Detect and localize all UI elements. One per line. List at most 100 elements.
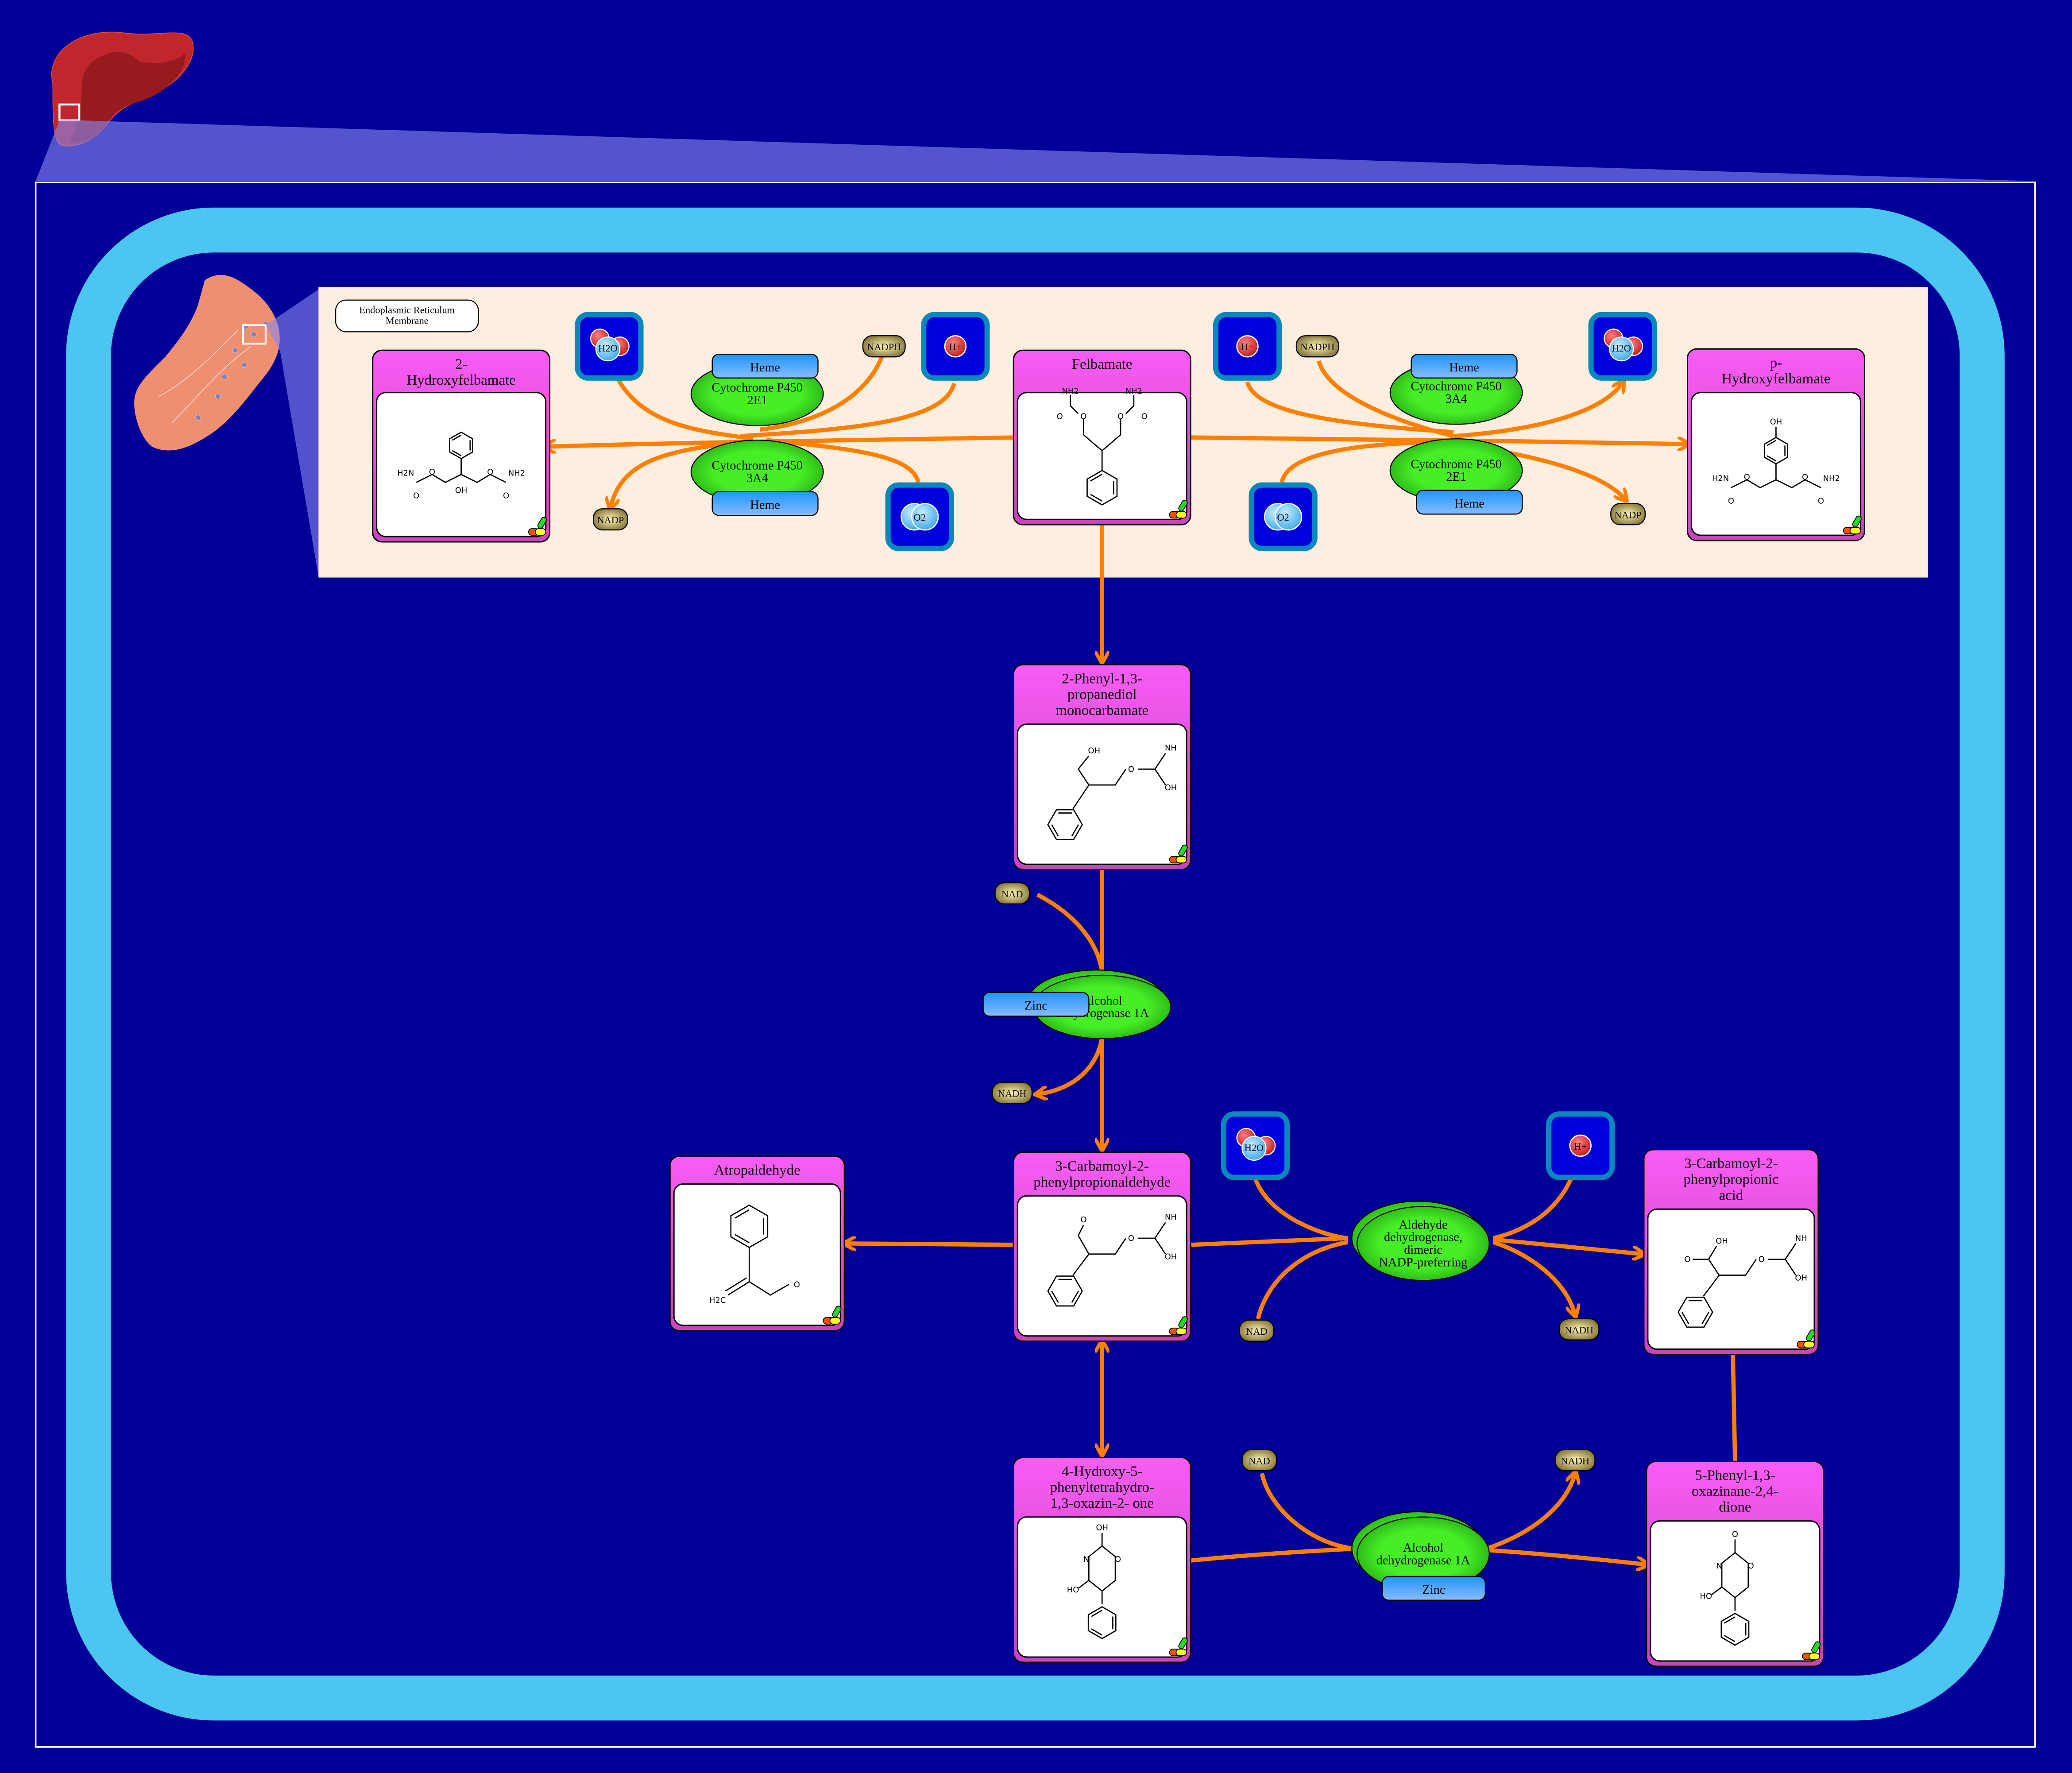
edge-o2-in-right (1280, 439, 1454, 483)
compound-card-aldehyde[interactable]: 3-Carbamoyl-2-phenylpropionaldehydeOONHO… (1013, 1151, 1191, 1342)
atom-label: OH (1088, 746, 1101, 756)
cofactor-heme[interactable]: Heme (711, 353, 819, 379)
nadh-aldh[interactable]: NADH (1558, 1318, 1600, 1340)
nad-adh-mid[interactable]: NAD (994, 882, 1030, 904)
svg-text:H2O: H2O (1612, 343, 1631, 354)
arrow-nadh-out-adh (1037, 1037, 1104, 1094)
drug-pill-icon[interactable] (1169, 1637, 1188, 1656)
cofactor-zinc[interactable]: Zinc (982, 992, 1090, 1017)
nadp-left[interactable]: NADP (592, 508, 628, 531)
nadph-right[interactable]: NADPH (1295, 335, 1339, 358)
atom-label: NH2 (508, 469, 525, 478)
svg-text:O2: O2 (1277, 512, 1289, 523)
svg-text:Membrane: Membrane (386, 315, 429, 326)
drug-pill-icon[interactable] (1169, 499, 1188, 519)
cofactor-heme[interactable]: Heme (711, 491, 819, 516)
atom-label: O (1748, 1561, 1754, 1571)
atom-label: H2C (709, 1296, 726, 1305)
enzyme-name: Cytochrome P450 (1411, 458, 1501, 471)
water-icon[interactable]: H2O (575, 312, 644, 381)
cofactor-zinc[interactable]: Zinc (1381, 1576, 1486, 1601)
atom-label: O (487, 467, 493, 477)
atom-label: OH (1165, 783, 1177, 792)
drug-pill-icon[interactable] (1797, 1329, 1816, 1348)
oxygen-icon[interactable]: O2 (1249, 482, 1318, 551)
atom-label: H2N (397, 469, 414, 478)
svg-text:H2O: H2O (1245, 1142, 1264, 1153)
water-icon[interactable]: H2O (1588, 312, 1657, 381)
nadph-left[interactable]: NADPH (862, 335, 906, 358)
svg-text:NAD: NAD (1246, 1326, 1267, 1337)
atom-label: O (1759, 1255, 1765, 1264)
structure-panel (673, 1183, 841, 1326)
svg-text:NADH: NADH (1565, 1325, 1593, 1336)
drug-pill-icon[interactable] (1843, 515, 1862, 534)
drug-pill-icon[interactable] (1169, 844, 1188, 864)
compound-name: 1,3-oxazin-2- one (1051, 1495, 1154, 1511)
drug-pill-icon[interactable] (1169, 1316, 1188, 1335)
proton-icon[interactable]: H+ (1213, 312, 1282, 381)
edge-aldehyde-to-aldh (1191, 1236, 1348, 1247)
drug-pill-icon[interactable] (823, 1305, 842, 1325)
water-icon[interactable]: H2O (1221, 1111, 1290, 1180)
nadh-adh-mid[interactable]: NADH (992, 1082, 1033, 1104)
compound-name: Atropaldehyde (714, 1163, 800, 1178)
cofactor-label: Heme (1449, 361, 1479, 375)
compound-card-acid[interactable]: 3-Carbamoyl-2-phenylpropionicacidOOHONHO… (1643, 1149, 1819, 1356)
cofactor-label: Heme (750, 361, 780, 375)
atom-label: NH (1165, 1213, 1177, 1222)
oxygen-icon[interactable]: O2 (885, 482, 954, 551)
drug-pill-icon[interactable] (1802, 1641, 1821, 1660)
compound-card-oxazinol[interactable]: 4-Hydroxy-5-phenyltetrahydro-1,3-oxazin-… (1013, 1456, 1191, 1663)
enzyme-name: 2E1 (747, 394, 767, 407)
atom-label: HO (1067, 1585, 1079, 1595)
compound-name: acid (1719, 1187, 1743, 1203)
endoplasmic-reticulum-icon (134, 275, 280, 451)
structure-panel (1017, 723, 1187, 865)
svg-text:O2: O2 (914, 512, 926, 523)
nadp-right[interactable]: NADP (1610, 503, 1646, 525)
enzyme-name: dehydrogenase, (1384, 1231, 1462, 1244)
compound-name: 5-Phenyl-1,3- (1695, 1468, 1775, 1483)
nadh-adh-bottom[interactable]: NADH (1554, 1449, 1596, 1472)
enzyme-name: dimeric (1404, 1243, 1442, 1257)
zoom-frame (35, 182, 2036, 1748)
atom-label: O (1732, 1530, 1738, 1539)
compound-card-monocarb[interactable]: 2-Phenyl-1,3-propanediolmonocarbamateOHO… (1013, 664, 1191, 870)
enzyme-aldh[interactable]: Aldehydedehydrogenase,dimericNADP-prefer… (1351, 1201, 1490, 1281)
atom-label: N (1716, 1561, 1722, 1571)
proton-icon[interactable]: H+ (1546, 1111, 1615, 1180)
nad-adh-bottom[interactable]: NAD (1241, 1449, 1277, 1472)
arrow-aldehyde-to-atropaldehyde (846, 1244, 1014, 1245)
drug-pill-icon[interactable] (528, 516, 547, 536)
compound-name: Felbamate (1072, 356, 1133, 372)
atom-label: O (1128, 765, 1134, 774)
enzyme-name: NADP-preferring (1379, 1255, 1468, 1269)
atom-label: O (1728, 496, 1734, 506)
proton-icon[interactable]: H+ (921, 312, 990, 381)
svg-text:H+: H+ (1241, 341, 1254, 352)
cofactor-heme[interactable]: Heme (1416, 490, 1523, 515)
atom-label: O (1080, 1215, 1086, 1224)
nad-aldh[interactable]: NAD (1239, 1319, 1275, 1342)
cofactor-heme[interactable]: Heme (1411, 353, 1518, 379)
svg-text:H2O: H2O (598, 343, 618, 354)
atom-label: NH (1795, 1234, 1807, 1243)
